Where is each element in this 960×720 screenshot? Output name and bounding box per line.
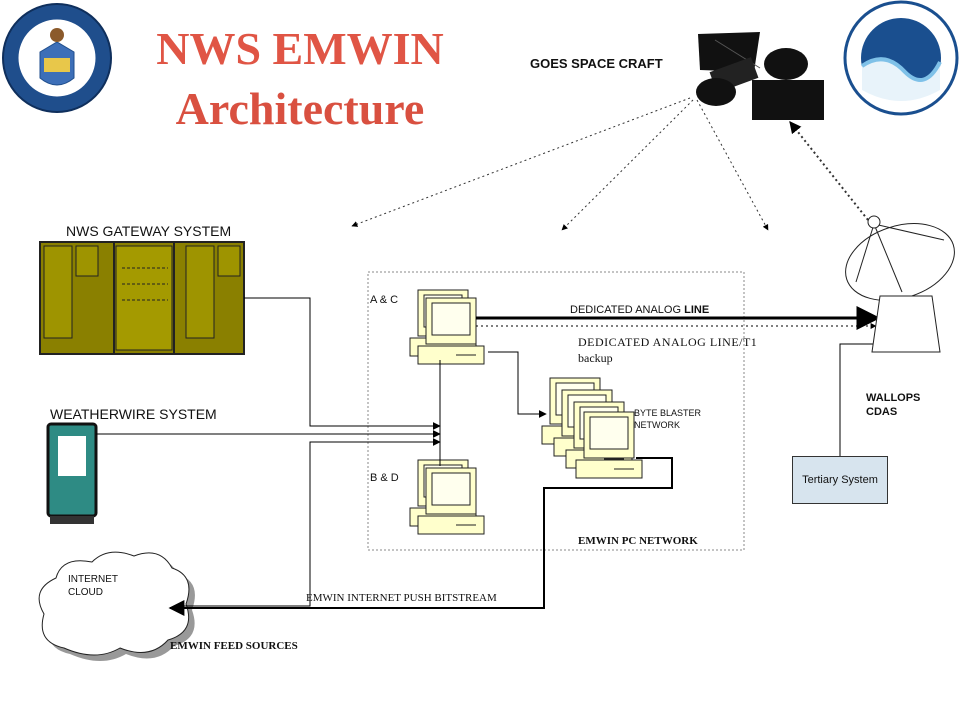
byte-blaster-label-2: NETWORK xyxy=(634,420,680,430)
nws-gateway-system-icon xyxy=(39,241,245,355)
dedicated-line-label-2: LINE xyxy=(684,304,710,316)
noaa-seal-logo xyxy=(843,0,959,116)
tertiary-system-box: Tertiary System xyxy=(792,456,888,504)
nws-gateway-label: NWS GATEWAY SYSTEM xyxy=(66,223,232,239)
emwin-pc-network-box xyxy=(367,271,745,551)
commerce-seal-logo xyxy=(2,3,112,113)
pc-stack-b-d-icon xyxy=(409,459,485,535)
a-c-label: A & C xyxy=(370,294,399,306)
goes-spacecraft-icon xyxy=(696,32,824,120)
weatherwire-system-icon xyxy=(46,422,98,524)
dedicated-line-label: DEDICATED ANALOG LINE xyxy=(570,304,709,316)
dedicated-line-label-1: DEDICATED ANALOG xyxy=(570,304,685,316)
pc-stack-a-c-icon xyxy=(409,289,485,365)
emwin-pc-network-label: EMWIN PC NETWORK xyxy=(578,535,698,547)
wallops-dish-icon xyxy=(845,215,955,353)
internet-push-label: EMWIN INTERNET PUSH BITSTREAM xyxy=(306,592,497,604)
b-d-label: B & D xyxy=(370,472,399,484)
connection-lines xyxy=(96,297,881,616)
satellite-downlinks xyxy=(351,97,869,231)
goes-spacecraft-label: GOES SPACE CRAFT xyxy=(530,56,663,71)
byte-blaster-label-1: BYTE BLASTER xyxy=(634,408,702,418)
title-line-2: Architecture xyxy=(175,83,425,134)
internet-cloud-label-1: INTERNET xyxy=(68,574,118,585)
internet-cloud-label-2: CLOUD xyxy=(68,587,104,598)
backup-line-label-1: DEDICATED ANALOG LINE/T1 xyxy=(578,335,758,349)
backup-line-label-2: backup xyxy=(578,351,613,365)
feed-sources-label: EMWIN FEED SOURCES xyxy=(170,640,298,652)
wallops-label-1: WALLOPS xyxy=(866,392,921,404)
tertiary-system-label: Tertiary System xyxy=(802,474,878,486)
byte-blaster-pc-icon xyxy=(541,377,643,479)
internet-cloud-icon xyxy=(38,551,195,661)
wallops-label-2: CDAS xyxy=(866,406,898,418)
title-line-1: NWS EMWIN xyxy=(156,23,444,74)
weatherwire-label: WEATHERWIRE SYSTEM xyxy=(50,406,217,422)
